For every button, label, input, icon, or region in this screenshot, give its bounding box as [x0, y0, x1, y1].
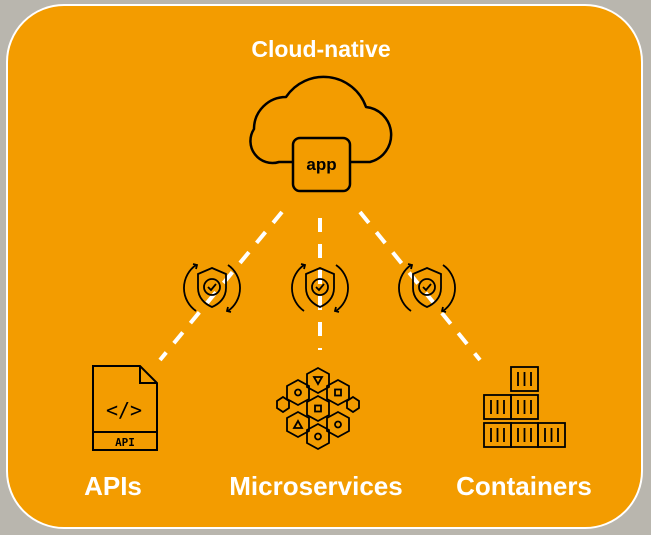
connector-right	[358, 210, 482, 362]
connector-left	[158, 210, 284, 362]
connector-lines	[158, 210, 482, 362]
security-icon-middle	[291, 263, 349, 313]
stacked-containers-icon	[483, 366, 566, 448]
label-apis: APIs	[84, 471, 142, 501]
api-code-glyph: </>	[106, 398, 142, 422]
security-icon-left	[183, 263, 241, 313]
api-doc-label: API	[115, 436, 135, 449]
cloud-icon	[249, 75, 393, 165]
app-box	[291, 136, 352, 193]
diagram-title: Cloud-native	[251, 36, 391, 62]
hexagon-cluster-icon	[276, 366, 360, 451]
security-icon-right	[398, 263, 456, 313]
api-document-icon	[92, 365, 158, 451]
label-microservices: Microservices	[229, 471, 403, 501]
app-label: app	[306, 155, 336, 174]
label-containers: Containers	[456, 471, 592, 501]
